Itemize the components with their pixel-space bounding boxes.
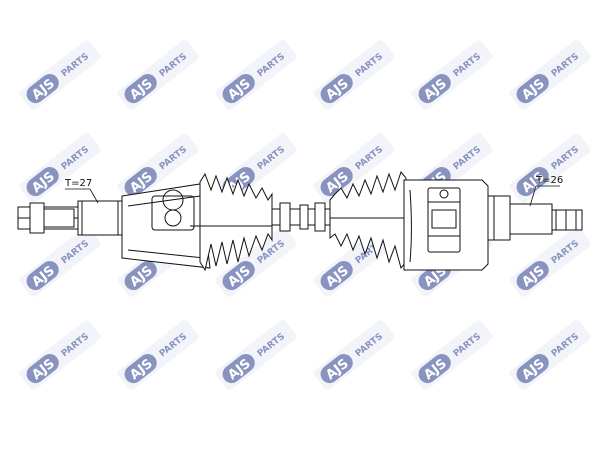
watermark-layer: AJSPARTSAJSPARTSAJSPARTSAJSPARTSAJSPARTS…	[19, 40, 591, 390]
watermark-logo-pill	[320, 167, 353, 197]
watermark-logo-pill	[516, 167, 549, 197]
watermark-logo-pill	[26, 354, 59, 384]
watermark-logo-pill	[418, 74, 451, 104]
drive-shaft: T=27 T=26	[17, 170, 583, 272]
left-teeth-callout: T=27	[64, 178, 99, 204]
left-boot	[190, 172, 273, 272]
watermark-logo-pill	[222, 261, 255, 291]
watermark-logo-pill	[222, 354, 255, 384]
watermark-logo-pill	[124, 167, 157, 197]
left-spline-stub	[17, 200, 123, 236]
watermark-logo-pill	[516, 261, 549, 291]
watermark-logo-pill	[418, 354, 451, 384]
watermark-logo-pill	[26, 167, 59, 197]
watermark-logo-pill	[320, 261, 353, 291]
right-spline-stub	[509, 203, 583, 235]
right-teeth-callout: T=26	[529, 175, 563, 207]
watermark-logo-pill	[124, 354, 157, 384]
left-cv-joint	[121, 183, 211, 269]
watermark-logo-pill	[124, 261, 157, 291]
right-teeth-label: T=26	[535, 175, 563, 186]
right-tripod-joint	[403, 179, 511, 271]
watermark-logo-pill	[320, 354, 353, 384]
center-shaft	[271, 202, 331, 232]
watermark-logo-pill	[124, 74, 157, 104]
watermark-logo-pill	[516, 354, 549, 384]
watermark-logo-pill	[222, 74, 255, 104]
watermark-logo-pill	[320, 74, 353, 104]
watermark-logo-pill	[516, 74, 549, 104]
watermark-logo-pill	[26, 261, 59, 291]
watermark-logo-pill	[26, 74, 59, 104]
left-teeth-label: T=27	[64, 178, 92, 189]
